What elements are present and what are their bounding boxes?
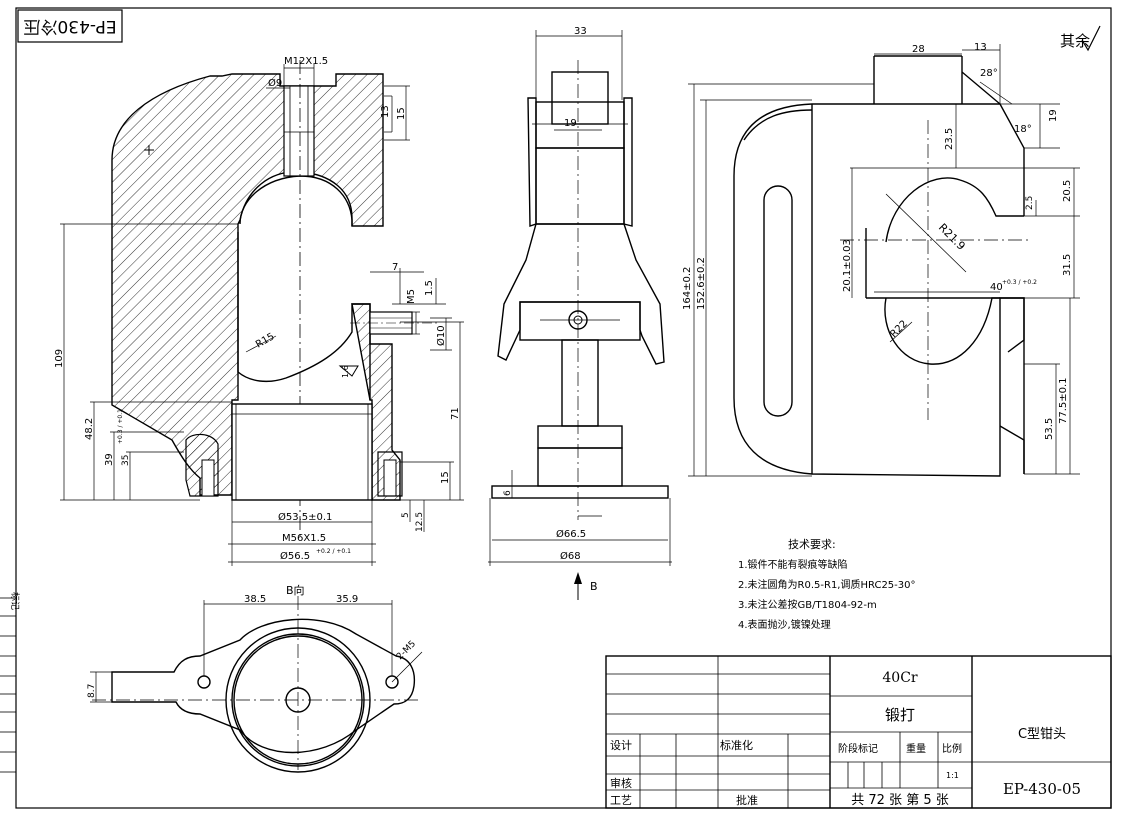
svg-text:审核: 审核	[610, 776, 632, 790]
roughness-check-icon	[1081, 25, 1101, 52]
tech-heading: 技术要求:	[788, 538, 836, 551]
svg-text:20.1±0.03: 20.1±0.03	[842, 239, 853, 292]
front-section-view: 1.6	[54, 56, 464, 566]
svg-text:77.5±0.1: 77.5±0.1	[1058, 377, 1069, 424]
svg-text:+0.3 / +0.1: +0.3 / +0.1	[117, 409, 124, 444]
surface-note: 其余	[1060, 32, 1090, 50]
svg-text:48.2: 48.2	[84, 418, 95, 440]
sheet-border	[15, 7, 1112, 809]
dim-dia-56-5: Ø56.5	[280, 550, 310, 562]
svg-text:152.6±0.2: 152.6±0.2	[696, 257, 707, 310]
svg-text:1.5: 1.5	[424, 280, 435, 296]
view-b-marker: B	[590, 580, 598, 593]
svg-text:53.5: 53.5	[1044, 418, 1055, 440]
svg-text:13: 13	[974, 42, 987, 53]
tb-sheets: 共 72 张 第 5 张	[851, 793, 948, 808]
svg-text:M5: M5	[406, 289, 417, 304]
left-margin-marks	[0, 597, 16, 773]
tb-material: 40Cr	[882, 670, 918, 686]
svg-text:批准: 批准	[736, 793, 758, 807]
svg-text:38.5: 38.5	[244, 594, 266, 605]
stamp-box	[17, 9, 123, 43]
svg-text:工艺: 工艺	[610, 794, 632, 807]
svg-text:Ø68: Ø68	[560, 550, 581, 562]
dim-dia-53-5: Ø53.5±0.1	[278, 511, 332, 523]
front-neck	[283, 85, 315, 177]
svg-text:R15: R15	[254, 331, 277, 350]
svg-text:19: 19	[1048, 109, 1059, 122]
svg-text:R21.9: R21.9	[936, 221, 968, 253]
svg-text:28°: 28°	[980, 68, 998, 79]
svg-text:33: 33	[574, 26, 587, 37]
svg-text:15: 15	[396, 107, 407, 120]
svg-text:39: 39	[104, 453, 115, 466]
svg-text:35.9: 35.9	[336, 594, 358, 605]
dim-thread-top: M12X1.5	[284, 56, 328, 67]
view-b-title: B向	[286, 583, 305, 597]
bottom-view	[111, 618, 416, 773]
svg-text:71: 71	[450, 407, 461, 420]
svg-text:164±0.2: 164±0.2	[682, 267, 693, 310]
svg-text:+0.2 / +0.1: +0.2 / +0.1	[316, 548, 351, 555]
svg-text:1:1: 1:1	[946, 771, 959, 780]
tb-drawing-no: EP-430-05	[1003, 780, 1081, 798]
title-block	[605, 655, 1112, 809]
front-bottom-bore	[231, 403, 373, 501]
tech-requirements: 技术要求: 1.锻件不能有裂痕等缺陷 2.未注圆角为R0.5-R1,调质HRC2…	[738, 538, 916, 631]
svg-text:19: 19	[564, 118, 577, 129]
side-view	[491, 71, 669, 499]
svg-text:31.5: 31.5	[1062, 254, 1073, 276]
svg-text:109: 109	[54, 349, 65, 368]
tb-process: 锻打	[885, 706, 915, 724]
svg-text:R22: R22	[888, 318, 910, 340]
svg-text:2.5: 2.5	[1025, 196, 1035, 210]
svg-text:1.6: 1.6	[341, 365, 350, 378]
svg-text:15: 15	[440, 471, 451, 484]
stamp-text: EP-430冷压	[23, 16, 116, 36]
dim-dia-9: Ø9	[268, 77, 282, 89]
svg-text:标准化: 标准化	[720, 738, 753, 752]
svg-text:2-M5: 2-M5	[395, 639, 418, 662]
tb-part-name: C型钳头	[1018, 727, 1066, 742]
tech-item-3: 3.未注公差按GB/T1804-92-m	[738, 598, 877, 611]
svg-text:比例: 比例	[942, 742, 962, 755]
c-lower-jaw	[237, 232, 371, 400]
svg-text:Ø66.5: Ø66.5	[556, 528, 586, 540]
svg-text:6: 6	[503, 490, 513, 496]
svg-text:+0.3 / +0.2: +0.3 / +0.2	[1002, 279, 1037, 286]
svg-text:阶段标记: 阶段标记	[838, 742, 878, 755]
tech-item-4: 4.表面抛沙,镀镍处理	[738, 618, 831, 631]
svg-text:7: 7	[392, 262, 398, 273]
svg-text:Ø10: Ø10	[435, 325, 447, 346]
roughness-symbol-icon	[338, 365, 359, 377]
svg-text:18°: 18°	[1014, 124, 1032, 135]
svg-text:8.7: 8.7	[87, 684, 97, 698]
svg-text:设计: 设计	[610, 739, 632, 752]
svg-text:35: 35	[121, 455, 131, 466]
svg-text:13: 13	[380, 105, 391, 118]
svg-text:12.5: 12.5	[415, 512, 425, 532]
svg-text:重量: 重量	[906, 742, 926, 755]
svg-text:20.5: 20.5	[1062, 180, 1073, 202]
dim-m56: M56X1.5	[282, 533, 326, 544]
svg-text:40: 40	[990, 282, 1003, 293]
tech-item-2: 2.未注圆角为R0.5-R1,调质HRC25-30°	[738, 578, 916, 591]
margin-label: 标记	[9, 592, 21, 610]
svg-text:28: 28	[912, 44, 925, 55]
svg-text:23.5: 23.5	[944, 128, 955, 150]
svg-text:5: 5	[401, 512, 411, 518]
right-view	[733, 55, 1025, 477]
tech-item-1: 1.锻件不能有裂痕等缺陷	[738, 558, 848, 571]
